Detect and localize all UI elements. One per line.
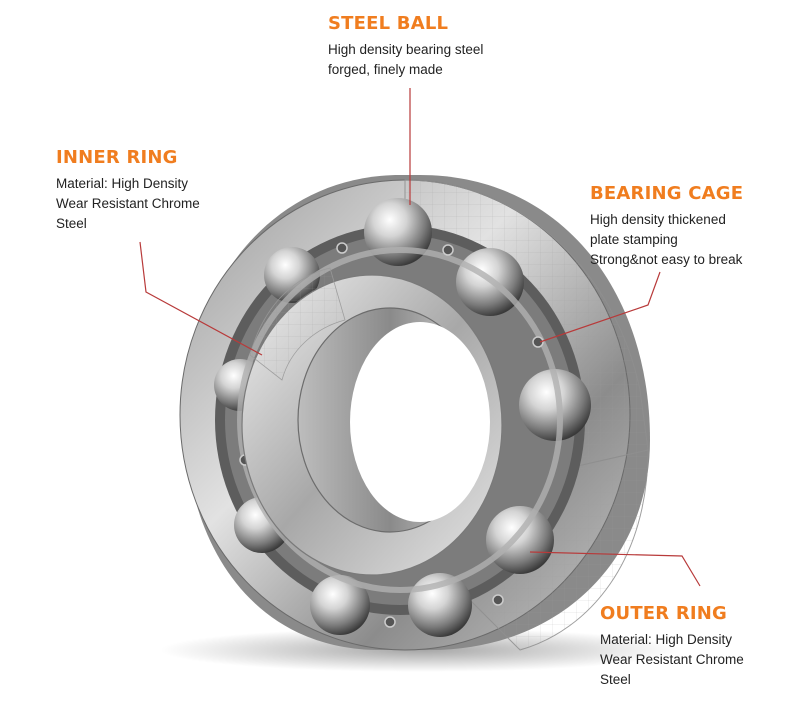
callout-steel-ball: STEEL BALL High density bearing steel fo… [328, 14, 483, 80]
cage-rivet [336, 242, 348, 254]
steel-ball-title: STEEL BALL [328, 13, 449, 34]
steel-ball [486, 506, 554, 574]
leader-inner-ring [139, 241, 263, 356]
bearing-cage-line-2: plate stamping [590, 231, 678, 247]
leader-bearing-cage [539, 271, 661, 343]
bearing-cage-line-1: High density thickened [590, 211, 726, 227]
inner-ring-line-1: Material: High Density [56, 175, 189, 191]
cage-rivet [532, 336, 544, 348]
bearing-cage [237, 242, 563, 628]
inner-ring-wireframe [249, 267, 346, 381]
callout-bearing-cage: BEARING CAGE High density thickened plat… [590, 184, 743, 270]
bearing-cage-title: BEARING CAGE [590, 183, 744, 204]
steel-ball-line-2: forged, finely made [328, 61, 443, 77]
cage-rivet [384, 616, 396, 628]
cage-rivet [442, 244, 454, 256]
callout-inner-ring: INNER RING Material: High Density Wear R… [56, 148, 200, 234]
inner-ring-line-3: Steel [56, 215, 87, 231]
inner-ring-title: INNER RING [56, 147, 178, 168]
outer-ring-line-2: Wear Resistant Chrome [600, 651, 744, 667]
inner-ring-line-2: Wear Resistant Chrome [56, 195, 200, 211]
cage-band [237, 247, 563, 593]
steel-ball [364, 198, 432, 266]
steel-ball [310, 575, 370, 635]
steel-ball [519, 369, 591, 441]
outer-ring-title: OUTER RING [600, 603, 728, 624]
callout-outer-ring: OUTER RING Material: High Density Wear R… [600, 604, 744, 690]
outer-ring-line-3: Steel [600, 671, 631, 687]
leader-outer-ring [529, 551, 701, 587]
bearing-cage-line-3: Strong&not easy to break [590, 251, 743, 267]
cage-rivet [492, 594, 504, 606]
steel-ball-line-1: High density bearing steel [328, 41, 484, 57]
leader-lines [139, 88, 701, 587]
outer-ring-line-1: Material: High Density [600, 631, 733, 647]
bore-opening [350, 322, 490, 522]
